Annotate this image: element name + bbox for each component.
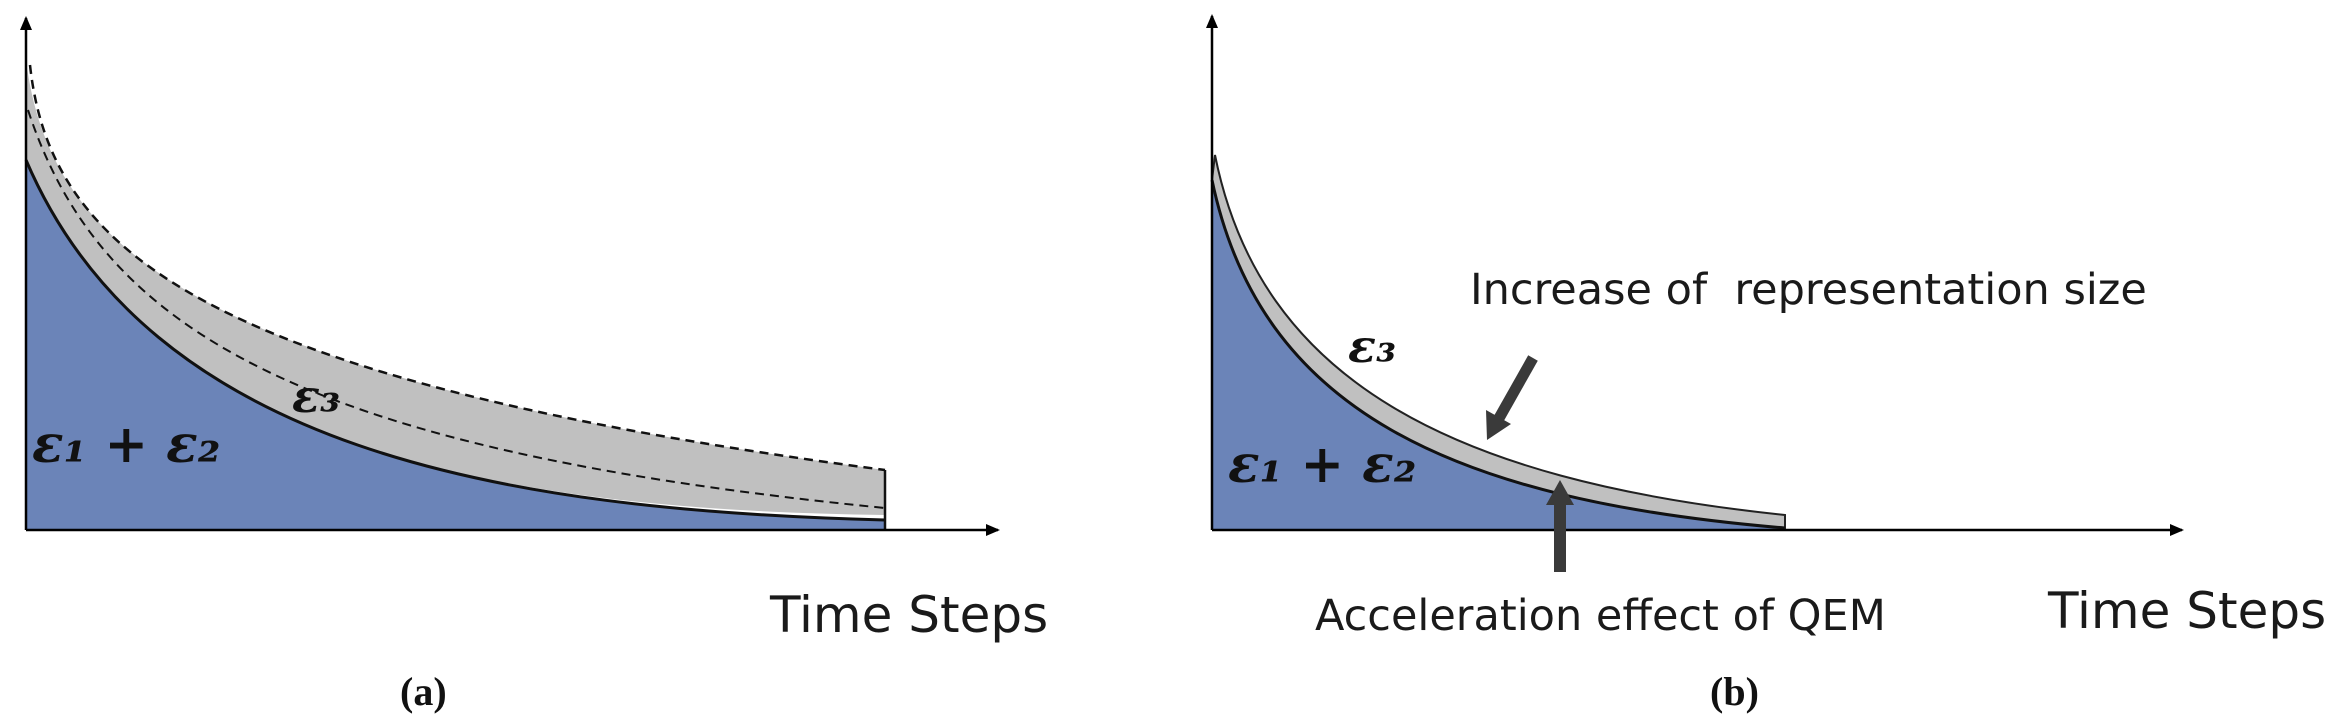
panel-b-upper-region-label: ε₃ [1348, 319, 1396, 373]
panel-a-inner-dashed-curve [27, 109, 886, 509]
panel-a-caption: (a) [400, 669, 447, 714]
panel-b-increase-arrowhead [1486, 410, 1511, 440]
panel-b-annotation-top: Increase of representation size [1470, 265, 2147, 315]
panel-a: ε₁ + ε₂ ε₃ Time Steps (a) [20, 16, 1048, 714]
panel-b-increase-arrow [1493, 355, 1538, 423]
panel-a-lower-region-label: ε₁ + ε₂ [32, 414, 221, 475]
panel-b-acceleration-arrowhead [1546, 480, 1574, 505]
panel-a-upper-region [26, 60, 885, 515]
panel-b: ε₁ + ε₂ ε₃ Increase of representation si… [1206, 14, 2326, 714]
panel-a-lower-region [26, 160, 885, 530]
panel-b-lower-region-label: ε₁ + ε₂ [1228, 434, 1417, 495]
panel-b-solid-curve [1210, 179, 1786, 530]
panel-a-upper-region-label: ε₃ [292, 369, 340, 423]
panel-b-x-axis-label: Time Steps [2047, 582, 2326, 640]
panel-a-solid-curve [24, 159, 886, 522]
panel-b-caption: (b) [1710, 669, 1759, 714]
panel-b-annotation-bottom: Acceleration effect of QEM [1315, 591, 1886, 641]
panel-a-outer-dashed-curve [28, 64, 886, 472]
panel-a-x-axis-label: Time Steps [769, 586, 1048, 644]
panel-b-lower-region [1212, 180, 1785, 530]
